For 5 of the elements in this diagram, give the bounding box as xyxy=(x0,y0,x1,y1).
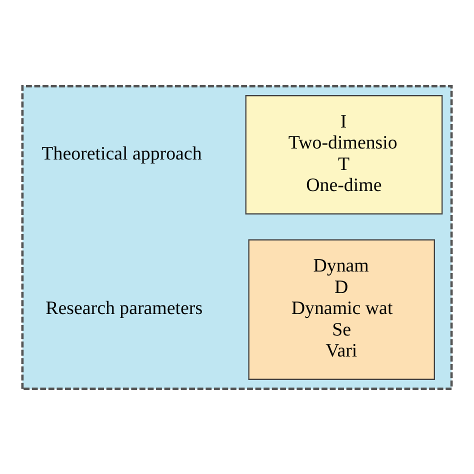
node-label: Research parameters xyxy=(46,298,203,319)
node-label: Theoretical approach xyxy=(42,142,202,164)
node-box: I Two-dimensio T One-dime xyxy=(245,94,443,214)
node-box: Dynam D Dynamic wat Se Vari xyxy=(248,238,435,380)
cluster xyxy=(21,84,453,390)
